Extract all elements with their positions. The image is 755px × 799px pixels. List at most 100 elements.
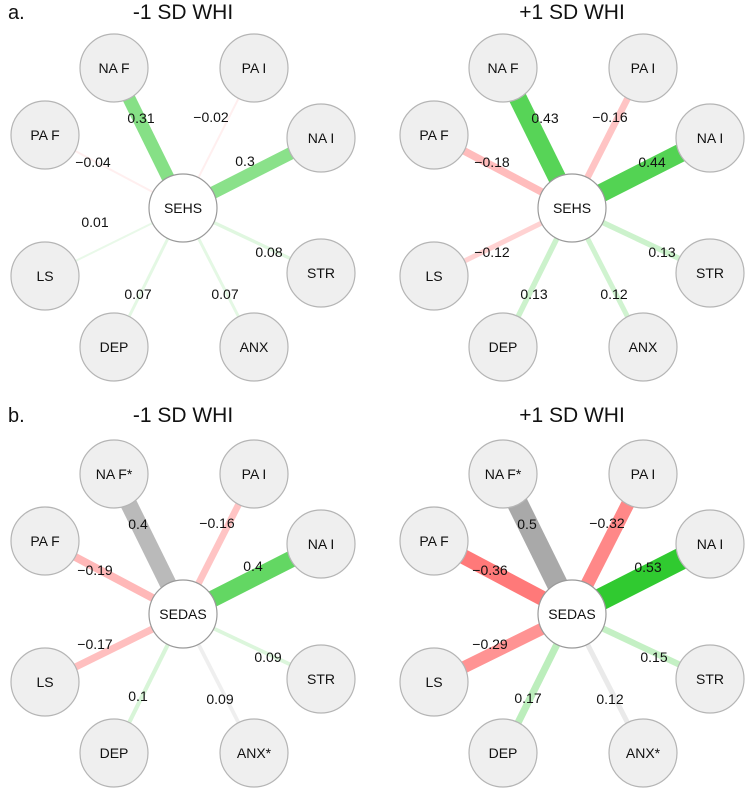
edge-value-label: 0.09	[254, 649, 281, 665]
node-circle	[219, 312, 289, 382]
edge-value-label: 0.3	[235, 153, 255, 169]
node-circle	[219, 33, 289, 103]
edge-value-label: 0.17	[514, 690, 541, 706]
node-label: PA F	[419, 127, 448, 143]
node-label: ANX	[629, 339, 658, 355]
node-circle	[79, 439, 149, 509]
edge-value-label: 0.01	[81, 214, 108, 230]
edge-value-label: −0.19	[77, 562, 113, 578]
node-circle	[608, 439, 678, 509]
diagram-title: -1 SD WHI	[133, 404, 233, 427]
node-circle	[79, 718, 149, 788]
node-label: PA I	[242, 60, 267, 76]
center-label: SEDAS	[548, 606, 595, 622]
node-label: PA I	[242, 466, 267, 482]
edge-value-label: −0.16	[592, 109, 628, 125]
node-label: STR	[307, 265, 335, 281]
node-circle	[399, 506, 469, 576]
diagram-title: -1 SD WHI	[133, 1, 233, 24]
edge-value-label: 0.1	[128, 688, 148, 704]
edge-value-label: −0.32	[589, 515, 625, 531]
section-a-label: a.	[8, 2, 25, 24]
node-circle	[10, 647, 80, 717]
center-label: SEHS	[164, 200, 202, 216]
node-label: NA F	[487, 60, 518, 76]
edge-value-label: 0.12	[596, 691, 623, 707]
node-circle	[286, 103, 356, 173]
node-label: NA I	[697, 536, 723, 552]
node-circle	[675, 103, 745, 173]
node-label: ANX	[240, 339, 269, 355]
node-label: PA I	[631, 466, 656, 482]
node-circle	[468, 33, 538, 103]
node-circle	[399, 241, 469, 311]
edge-value-label: −0.02	[193, 109, 229, 125]
node-label: PA F	[419, 533, 448, 549]
diagram-title: +1 SD WHI	[519, 404, 625, 427]
edge-value-label: −0.29	[472, 636, 508, 652]
node-label: DEP	[489, 745, 518, 761]
edge-value-label: 0.31	[127, 110, 154, 126]
node-label: PA F	[30, 533, 59, 549]
edge-value-label: 0.53	[634, 559, 661, 575]
node-label: NA I	[308, 536, 334, 552]
node-circle	[219, 439, 289, 509]
node-circle	[608, 718, 678, 788]
edge-value-label: 0.09	[206, 691, 233, 707]
node-circle	[675, 509, 745, 579]
edge-value-label: 0.4	[243, 558, 263, 574]
node-label: DEP	[489, 339, 518, 355]
node-circle	[286, 238, 356, 308]
node-label: NA F*	[485, 466, 522, 482]
diagram-title: +1 SD WHI	[519, 1, 625, 24]
edge-value-label: 0.07	[211, 286, 238, 302]
node-circle	[468, 718, 538, 788]
node-label: LS	[36, 674, 53, 690]
edge-value-label: 0.13	[520, 286, 547, 302]
node-circle	[79, 33, 149, 103]
edge-value-label: −0.36	[472, 562, 508, 578]
center-node	[148, 173, 218, 243]
edge-value-label: −0.16	[199, 515, 235, 531]
node-label: LS	[425, 268, 442, 284]
node-label: ANX*	[237, 745, 272, 761]
node-circle	[608, 312, 678, 382]
node-circle	[468, 439, 538, 509]
node-circle	[675, 644, 745, 714]
section-b-label: b.	[8, 405, 25, 427]
node-circle	[468, 312, 538, 382]
edge-value-label: 0.4	[128, 516, 148, 532]
center-node	[537, 173, 607, 243]
node-label: NA I	[697, 130, 723, 146]
node-circle	[79, 312, 149, 382]
node-circle	[219, 718, 289, 788]
node-circle	[608, 33, 678, 103]
edge-value-label: −0.17	[77, 636, 113, 652]
node-circle	[399, 100, 469, 170]
edge-value-label: 0.07	[124, 286, 151, 302]
node-label: DEP	[100, 339, 129, 355]
node-label: PA F	[30, 127, 59, 143]
node-label: DEP	[100, 745, 129, 761]
node-label: ANX*	[626, 745, 661, 761]
node-circle	[286, 644, 356, 714]
node-label: LS	[425, 674, 442, 690]
edge-value-label: −0.18	[474, 154, 510, 170]
node-label: NA I	[308, 130, 334, 146]
edge-value-label: 0.43	[531, 110, 558, 126]
edge-value-label: 0.08	[255, 244, 282, 260]
edge-value-label: 0.12	[600, 286, 627, 302]
edge-value-label: −0.04	[75, 154, 111, 170]
center-node	[537, 579, 607, 649]
edge-value-label: −0.12	[474, 244, 510, 260]
node-circle	[10, 506, 80, 576]
center-node	[148, 579, 218, 649]
edge-value-label: 0.15	[640, 649, 667, 665]
node-label: STR	[696, 265, 724, 281]
node-label: NA F	[98, 60, 129, 76]
node-circle	[10, 100, 80, 170]
